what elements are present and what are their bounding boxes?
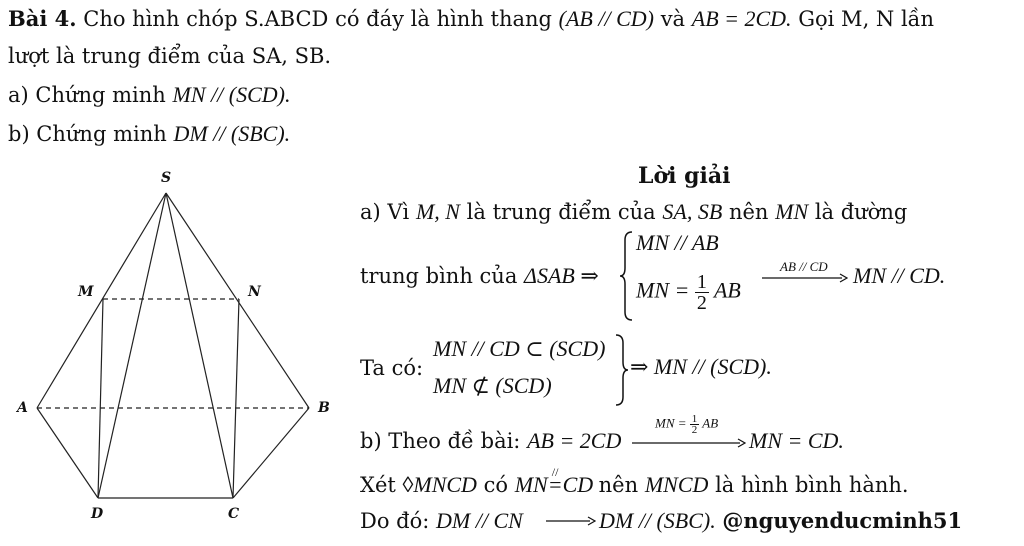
solution-a-line-2: trung bình của ΔSAB ⇒ [360, 263, 599, 289]
arrow-b-label-right: AB [702, 415, 719, 431]
problem-line-2: lượt là trung điểm của SA, SB. [8, 44, 332, 68]
sol-a-math-mn: M, N [415, 199, 460, 224]
solution-a-line-1: a) Vì M, N là trung điểm của SA, SB nên … [360, 199, 907, 225]
problem-condition-parallel: (AB // CD) [558, 6, 654, 31]
segment-NC [232, 298, 240, 499]
sol-b2-quad: ◊MNCD [402, 472, 477, 497]
vertex-label-S: S [161, 170, 171, 186]
sol-b-prefix: b) Theo đề bài: [360, 429, 521, 453]
sol-b3-math2: DM // (SBC). [599, 508, 716, 533]
sol-b-result: MN = CD. [749, 428, 844, 453]
long-arrow-c [546, 516, 596, 526]
system-a-row-2: MN = 1 2 AB [636, 272, 741, 313]
solution-b-line-2: Xét ◊MNCD có MN//=CD nên MNCD là hình bì… [360, 465, 909, 498]
sol-b2-prefix: Xét [360, 473, 396, 497]
problem-condition-ratio: AB = 2CD. [691, 6, 792, 31]
sol-a2-triangle: ΔSAB ⇒ [524, 263, 599, 288]
solution-b-line-1: b) Theo đề bài: AB = 2CD [360, 428, 621, 454]
arrow-a-label: AB // CD [780, 259, 828, 274]
vertex-label-N: N [247, 284, 262, 300]
sol-b2-eq: = [547, 472, 563, 497]
edge-SD [97, 192, 167, 499]
sol-b2-cd: CD [562, 472, 594, 497]
segment-MD [97, 298, 104, 499]
sol-a-mid2: nên [728, 200, 769, 224]
system-a2-row-2: MN ⊄ (SCD) [433, 373, 552, 398]
long-arrow-a [762, 273, 848, 283]
sol-a-tail: là đường [814, 200, 908, 224]
problem-part-a: a) Chứng minh MN // (SCD). [8, 82, 290, 108]
sol-a-result: MN // CD. [853, 263, 946, 288]
vertex-label-C: C [228, 506, 239, 522]
sol-a-prefix: a) Vì [360, 200, 410, 224]
vertex-label-B: B [317, 400, 330, 416]
sol-b2-mn: MN [514, 472, 548, 497]
part-a-label: a) Chứng minh [8, 83, 166, 107]
solution-b-line-3-end: DM // (SBC). @nguyenducminh51 [599, 508, 962, 534]
pyramid-figure: S M N A B D C [15, 170, 330, 522]
part-b-label: b) Chứng minh [8, 122, 167, 146]
solution-b-line-3: Do đó: DM // CN [360, 508, 523, 534]
arrow-b-fraction: 1 2 [689, 413, 700, 436]
edge-SA [36, 192, 167, 409]
solution-title: Lời giải [638, 163, 731, 189]
long-arrow-b [632, 438, 746, 448]
problem-text-tail: Gọi M, N lần [798, 7, 935, 31]
system-a2-row-1: MN // CD ⊂ (SCD) [433, 336, 606, 361]
problem-label: Bài 4. [8, 6, 77, 31]
system-brace-a [620, 231, 633, 321]
edge-CB [232, 407, 310, 499]
problem-and: và [660, 7, 686, 31]
fraction-one-half: 1 2 [694, 271, 709, 314]
part-b-math: DM // (SBC). [173, 121, 291, 146]
arrow-b-label: MN = 1 2 AB [655, 413, 719, 436]
fraction-den: 2 [696, 292, 707, 314]
problem-line-1: Bài 4. Cho hình chóp S.ABCD có đáy là hì… [8, 6, 934, 32]
vertex-label-D: D [90, 506, 104, 522]
arrow-b-frac-den: 2 [691, 424, 698, 436]
sol-a-math-mn2: MN [775, 199, 809, 224]
sol-b2-mncd: MNCD [644, 472, 709, 497]
fraction-num: 1 [694, 271, 709, 293]
vertex-label-M: M [77, 284, 94, 300]
sol-a2-prefix: trung bình của [360, 264, 518, 288]
sol-b-math1: AB = 2CD [527, 428, 622, 453]
sol-b2-mid: có [483, 473, 509, 497]
sol-a2-result: ⇒ MN // (SCD). [630, 354, 772, 379]
system-a-row-2-right: AB [713, 277, 741, 303]
system-brace-a2 [615, 334, 628, 406]
arrow-b-frac-num: 1 [689, 413, 700, 425]
sol-b2-tail2: là hình bình hành. [715, 473, 909, 497]
sol-a-mid: là trung điểm của [466, 200, 656, 224]
system-a-row-1: MN // AB [636, 230, 719, 255]
edge-AD [36, 407, 99, 499]
sol-b3-prefix: Do đó: [360, 509, 430, 533]
sol-a-math-sasb: SA, SB [662, 199, 723, 224]
author-handle: @nguyenducminh51 [722, 508, 963, 533]
parallel-mark-icon: // [551, 465, 559, 479]
vertex-label-A: A [15, 400, 28, 416]
system-a-row-2-left: MN = [636, 277, 690, 303]
problem-text-1: Cho hình chóp S.ABCD có đáy là hình than… [83, 7, 552, 31]
part-a-math: MN // (SCD). [172, 82, 291, 107]
sol-b2-tail1: nên [598, 473, 639, 497]
arrow-b-label-left: MN = [655, 415, 687, 431]
sol-a2-prefix: Ta có: [360, 356, 424, 380]
edge-SB [165, 192, 310, 409]
sol-b2-equal-parallel: MN//=CD [514, 465, 599, 497]
edge-SC [165, 192, 234, 499]
sol-b3-math1: DM // CN [436, 508, 523, 533]
problem-part-b: b) Chứng minh DM // (SBC). [8, 121, 290, 147]
